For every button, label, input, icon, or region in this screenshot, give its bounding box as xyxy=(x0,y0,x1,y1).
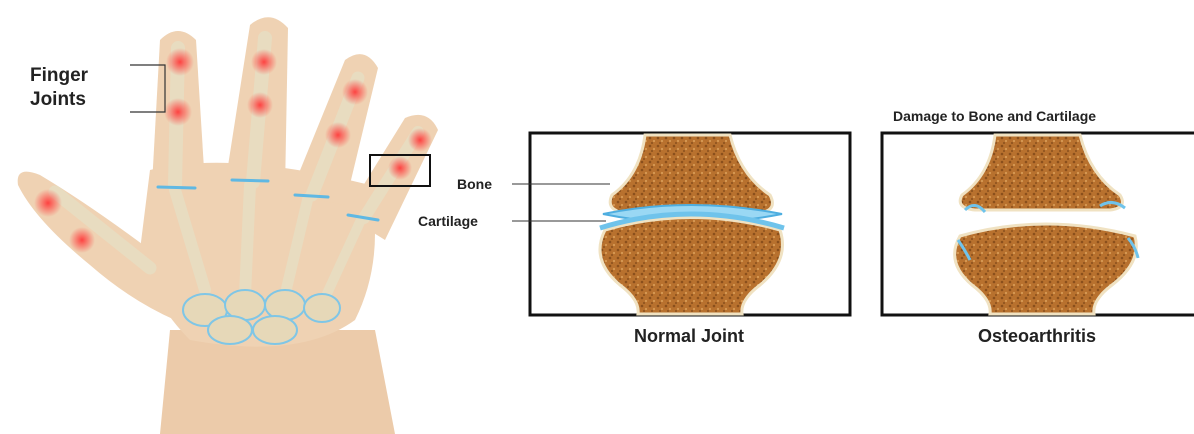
bone-label: Bone xyxy=(457,176,492,192)
finger-joints-label-line2: Joints xyxy=(30,88,130,112)
damage-label: Damage to Bone and Cartilage xyxy=(893,108,1096,124)
finger-joints-label: Finger Joints xyxy=(30,64,130,112)
osteoarthritis-caption: Osteoarthritis xyxy=(880,326,1194,347)
osteoarthritis-panel xyxy=(882,133,1194,315)
normal-joint-caption: Normal Joint xyxy=(528,326,850,347)
cartilage-label: Cartilage xyxy=(418,213,478,229)
normal-joint-panel xyxy=(530,133,850,315)
finger-joints-label-line1: Finger xyxy=(30,64,130,88)
